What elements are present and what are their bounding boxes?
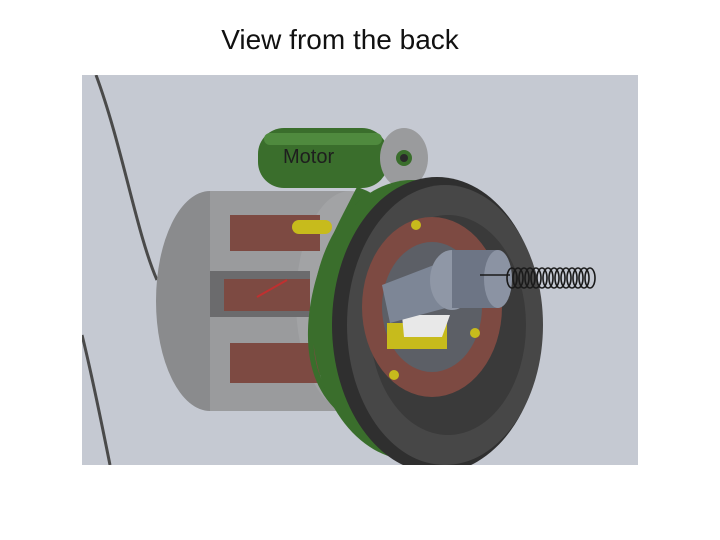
cable-bottom: [82, 334, 112, 465]
cad-render: [82, 75, 638, 465]
cable-top: [94, 75, 159, 281]
slide-title: View from the back: [221, 24, 459, 55]
motor-label: Motor: [283, 146, 335, 168]
shaft: [382, 250, 512, 323]
coil-spring: [480, 267, 596, 289]
motor-body: [258, 128, 428, 188]
